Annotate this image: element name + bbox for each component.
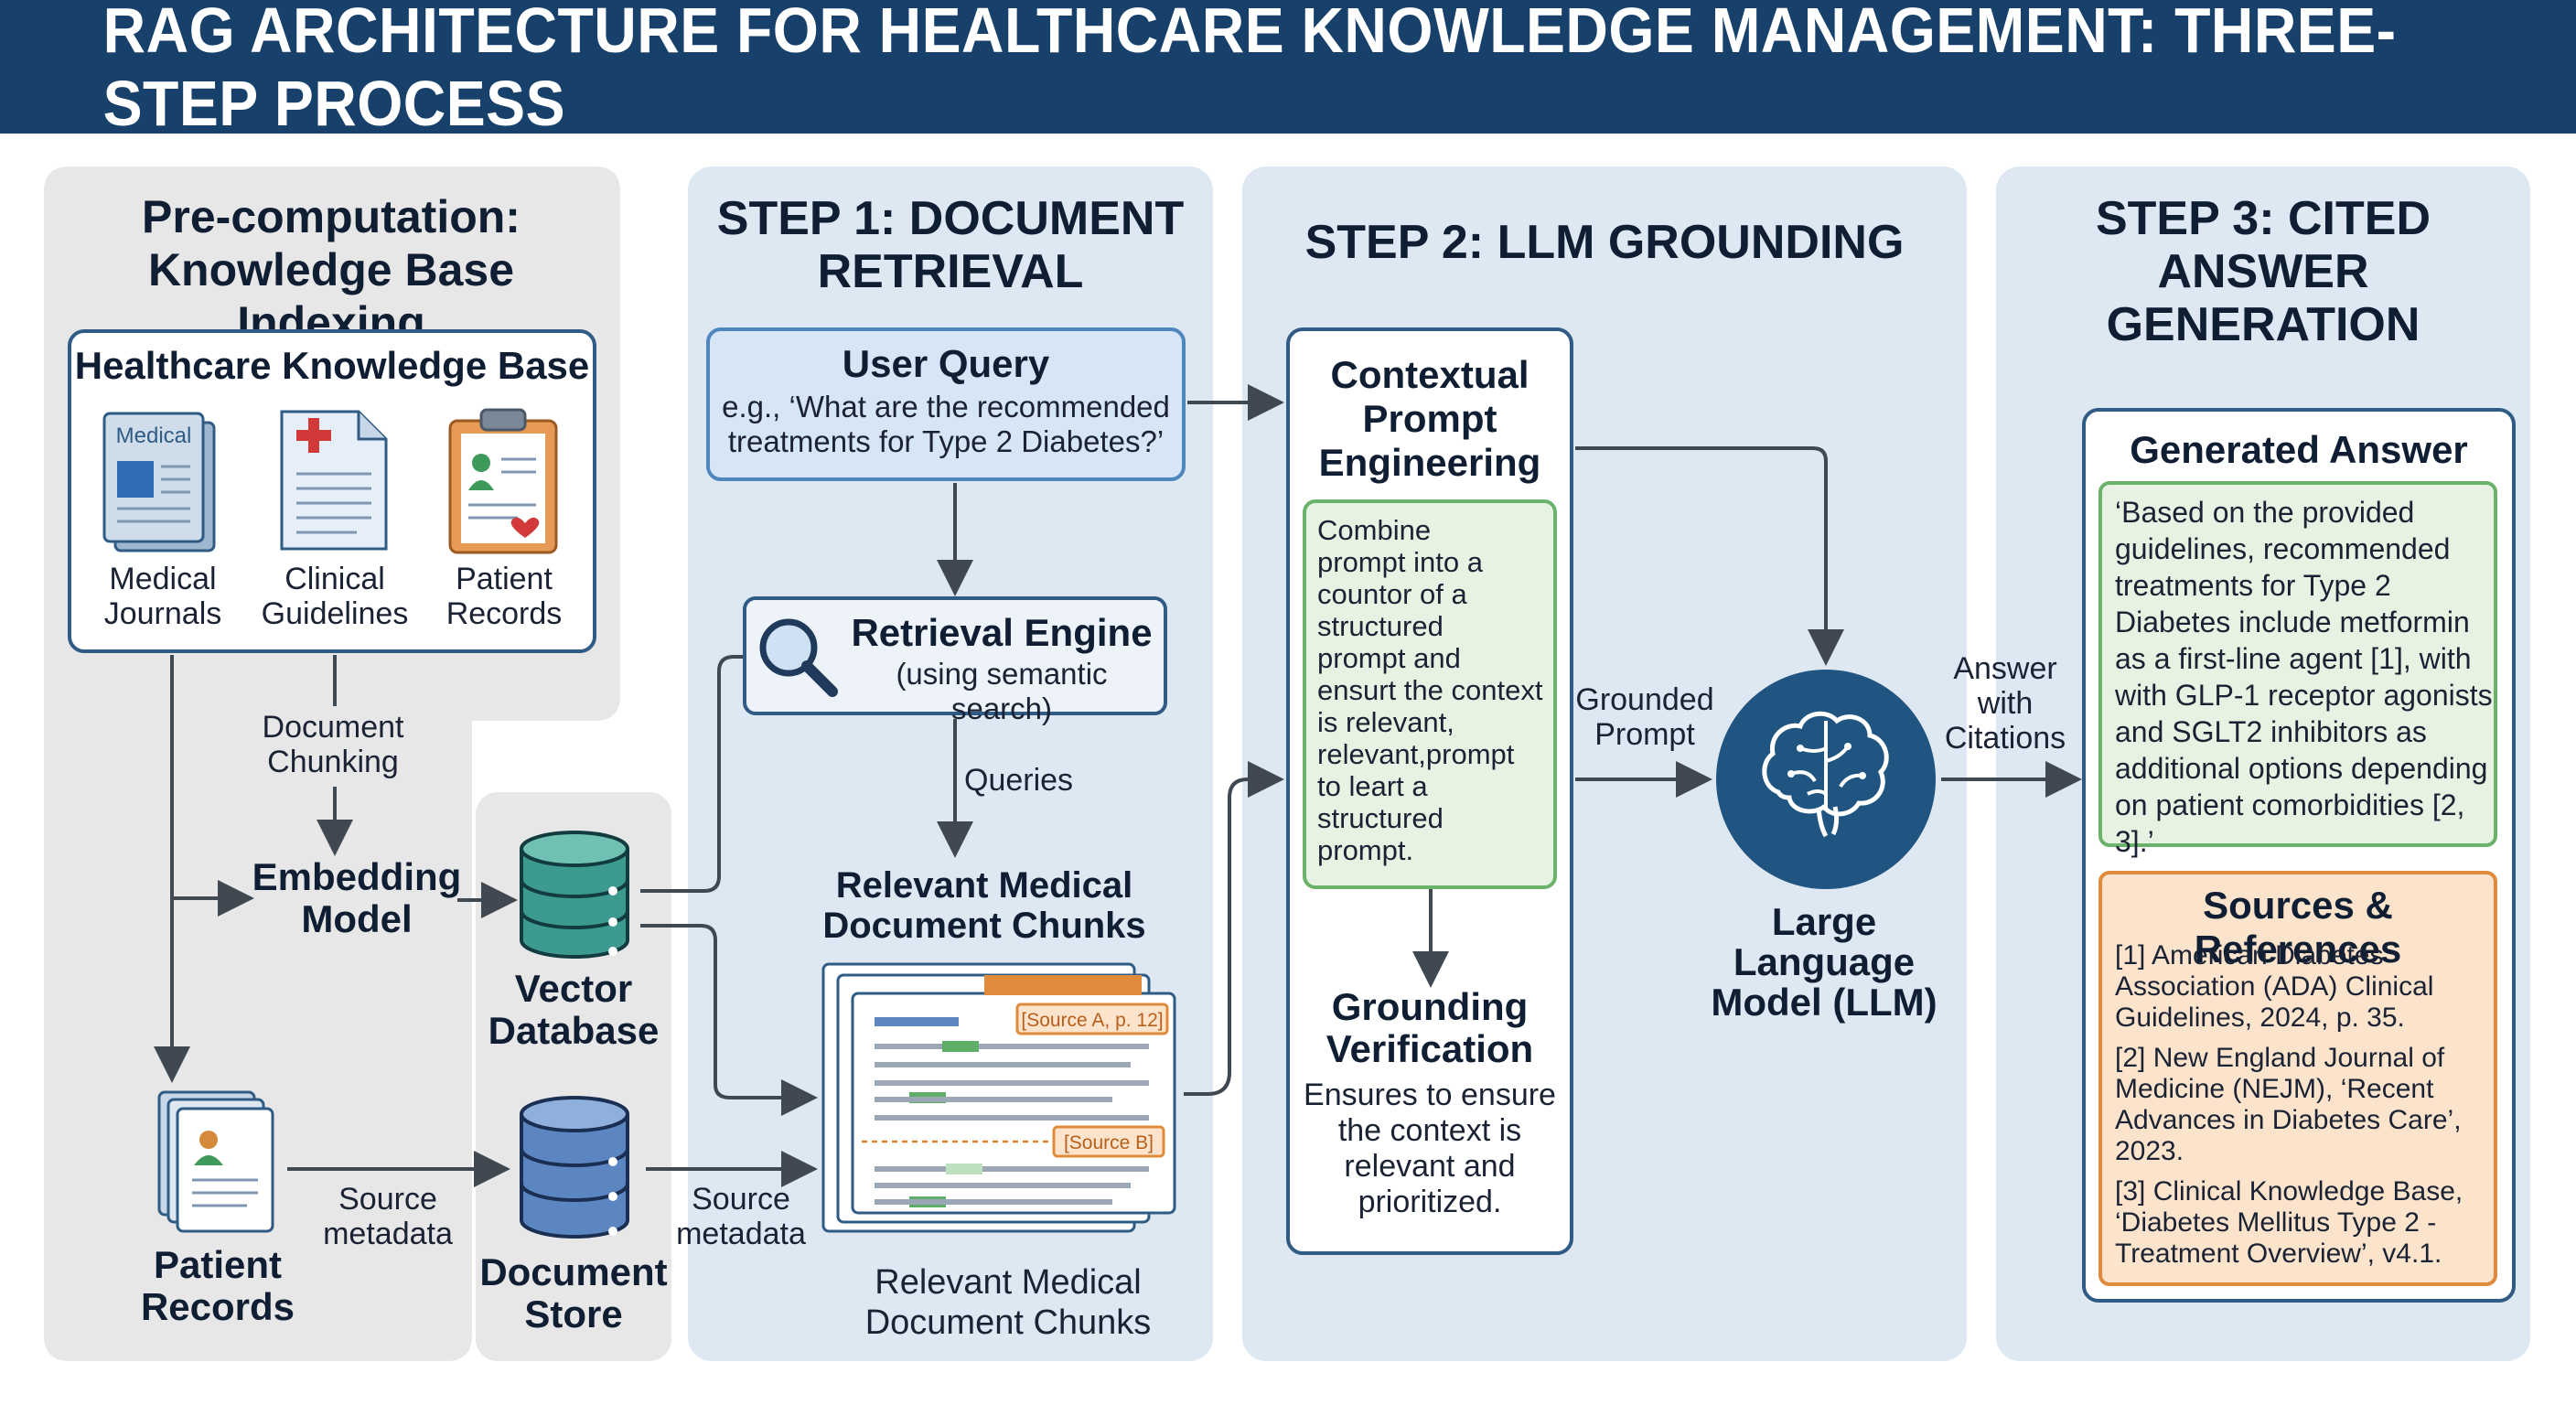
generated-answer-title: Generated Answer	[2130, 428, 2468, 471]
precompute-title-line1: Pre-computation:	[142, 191, 521, 242]
page-title: RAG ARCHITECTURE FOR HEALTHCARE KNOWLEDG…	[102, 0, 2397, 139]
kb-title: Healthcare Knowledge Base	[74, 344, 590, 387]
clinical-guidelines-icon	[280, 410, 388, 551]
svg-text:Medical: Medical	[116, 424, 192, 448]
document-chunks-stack: [Source A, p. 12] [Source B]	[821, 962, 1176, 1233]
magnifier-icon	[759, 618, 838, 697]
patient-records-icon	[157, 1090, 274, 1233]
vector-database-icon	[520, 831, 629, 959]
sources-references-title: Sources & References	[2194, 884, 2402, 971]
medical-journal-icon: Medical	[102, 412, 216, 552]
retrieval-engine-subtitle: (using semantic search)	[896, 657, 1108, 725]
step2-title: STEP 2: LLM GROUNDING	[1304, 216, 1905, 269]
retrieval-engine-title: Retrieval Engine	[851, 611, 1153, 654]
queries-label: Queries	[964, 763, 1074, 798]
source-a-tag: [Source A, p. 12]	[1021, 1010, 1163, 1031]
sources-references-box	[2098, 871, 2497, 1286]
generated-answer-note	[2098, 481, 2497, 847]
user-query-title: User Query	[842, 342, 1050, 385]
llm-brain-icon	[1716, 670, 1936, 889]
document-store-icon	[520, 1096, 629, 1239]
user-query-box[interactable]	[706, 327, 1186, 481]
source-b-tag: [Source B]	[1064, 1132, 1154, 1153]
header-bar	[0, 0, 2576, 134]
precompute-title: Pre-computation: Knowledge Base Indexing	[55, 190, 607, 349]
prompt-engineering-note	[1303, 499, 1557, 889]
patient-records-clipboard-icon	[448, 408, 558, 554]
